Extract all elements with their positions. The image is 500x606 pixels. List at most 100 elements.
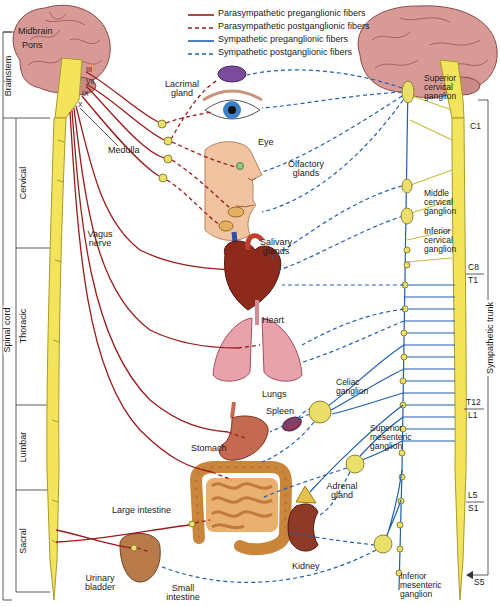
sympathetic-postganglionic bbox=[160, 70, 404, 582]
legend-text: Parasympathetic postganglionic fibers bbox=[218, 22, 370, 31]
legend-samples bbox=[188, 15, 214, 54]
ganglion-label: Superior cervical ganglion bbox=[424, 74, 474, 101]
organ-label: Olfactory glands bbox=[283, 160, 329, 179]
region-label: Lumbar bbox=[19, 430, 28, 465]
cranial-nerve-number: III bbox=[86, 66, 92, 73]
pelvic-ganglion bbox=[189, 521, 195, 527]
nerve-roots bbox=[52, 140, 64, 544]
cranial-nerve-number: IX bbox=[82, 90, 89, 97]
organ-label: Adrenal gland bbox=[322, 482, 362, 501]
ganglion-label: Inferior mesenteric ganglion bbox=[400, 572, 454, 599]
legend-line bbox=[188, 53, 214, 55]
cranial-nerve-number: VII bbox=[86, 78, 95, 85]
legend-line bbox=[188, 14, 214, 16]
nerve-label: Vagus nerve bbox=[84, 230, 116, 249]
legend-line bbox=[188, 40, 214, 42]
organ-label: Salivary glands bbox=[255, 238, 297, 257]
region-label: Spinal cord bbox=[3, 305, 12, 354]
submandibular-ganglion bbox=[164, 155, 172, 163]
cranial-parasympathetic-fibers bbox=[82, 72, 164, 176]
trachea bbox=[255, 300, 259, 325]
pelvic-ganglion bbox=[131, 545, 137, 551]
iris bbox=[223, 101, 241, 119]
large-intestine bbox=[196, 467, 286, 549]
ganglion-label: Inferior cervical ganglion bbox=[424, 227, 474, 254]
haustra bbox=[196, 467, 286, 538]
organ-label: Heart bbox=[262, 316, 284, 325]
spinal-level: T12 bbox=[466, 398, 481, 407]
esophagus bbox=[232, 402, 234, 418]
face bbox=[205, 142, 262, 241]
pterygopalatine-ganglion bbox=[164, 137, 172, 145]
superior-cervical-ganglion bbox=[402, 81, 414, 103]
spinal-level: S1 bbox=[468, 504, 478, 513]
vagus-fibers bbox=[70, 106, 238, 472]
sacral-fibers bbox=[56, 525, 189, 548]
legend-text: Sympathetic preganglionic fibers bbox=[218, 35, 348, 44]
organ-label: Kidney bbox=[292, 562, 320, 571]
face-features bbox=[236, 178, 256, 207]
olfactory-gland bbox=[237, 163, 244, 170]
lacrimal-gland bbox=[218, 66, 246, 82]
ganglion-label: Celiac ganglion bbox=[336, 378, 378, 396]
legend-text: Sympathetic postganglionic fibers bbox=[218, 48, 352, 57]
eyelid bbox=[203, 91, 262, 100]
region-bracket bbox=[3, 32, 50, 600]
region-label: Thoracic bbox=[19, 307, 28, 346]
ciliary-ganglion bbox=[158, 120, 166, 128]
chain-ganglia bbox=[396, 247, 410, 576]
organ-label: Lungs bbox=[262, 390, 287, 399]
eye bbox=[205, 100, 260, 119]
inferior-mesenteric-ganglion bbox=[374, 535, 392, 553]
legend-text: Parasympathetic preganglionic fibers bbox=[218, 9, 366, 18]
organ-label: Large intestine bbox=[112, 506, 171, 515]
small-intestine bbox=[206, 478, 278, 532]
brain-gyri bbox=[28, 12, 102, 65]
lung bbox=[262, 318, 302, 381]
organ-label: Small intestine bbox=[160, 584, 206, 603]
pupil bbox=[228, 106, 236, 114]
brainstem bbox=[55, 58, 82, 118]
spinal-level: C1 bbox=[470, 122, 481, 131]
organ-label: Eye bbox=[258, 138, 274, 147]
ganglion-label: Superior mesenteric ganglion bbox=[370, 424, 424, 451]
organ-label: Urinary bladder bbox=[78, 574, 122, 593]
spinal-level: T1 bbox=[468, 276, 478, 285]
legend-line bbox=[188, 27, 214, 29]
spinal-level: L1 bbox=[468, 411, 477, 420]
celiac-ganglion bbox=[309, 401, 331, 423]
region-label: Pons bbox=[22, 41, 43, 50]
region-label: Brainstem bbox=[4, 54, 13, 99]
organ-label: Stomach bbox=[191, 444, 227, 453]
ganglion-label: Middle cervical ganglion bbox=[424, 189, 474, 216]
spinal-cord bbox=[452, 118, 466, 600]
spinal-level: S5 bbox=[474, 578, 484, 587]
intestine-coils bbox=[212, 484, 272, 528]
otic-ganglion bbox=[159, 174, 167, 182]
parasympathetic-postganglionic bbox=[137, 80, 260, 552]
level-divider bbox=[464, 274, 484, 502]
region-label: Midbrain bbox=[18, 27, 53, 36]
inferior-cervical-ganglion bbox=[401, 208, 413, 224]
aorta bbox=[248, 236, 262, 250]
salivary-gland bbox=[228, 207, 244, 217]
superior-mesenteric-ganglion bbox=[346, 455, 364, 473]
region-label: Medulla bbox=[108, 146, 140, 155]
bracket-arrowhead bbox=[466, 571, 473, 579]
kidney bbox=[288, 504, 318, 551]
spinal-level: L5 bbox=[468, 491, 477, 500]
region-label: Sacral bbox=[19, 526, 28, 556]
spinal-level: C8 bbox=[468, 263, 479, 272]
organ-label: Lacrimal gland bbox=[160, 80, 204, 99]
spleen bbox=[280, 414, 303, 433]
spinal-cord bbox=[47, 118, 66, 600]
lung bbox=[213, 318, 252, 381]
organ-label: Spleen bbox=[266, 407, 294, 416]
preganglionic-rami bbox=[402, 285, 455, 441]
urinary-bladder bbox=[120, 533, 160, 582]
middle-cervical-ganglion bbox=[402, 179, 412, 193]
region-label: Cervical bbox=[19, 165, 28, 202]
trunk-label: Sympathetic trunk bbox=[486, 300, 495, 376]
cranial-nerve-number: X bbox=[78, 101, 83, 108]
